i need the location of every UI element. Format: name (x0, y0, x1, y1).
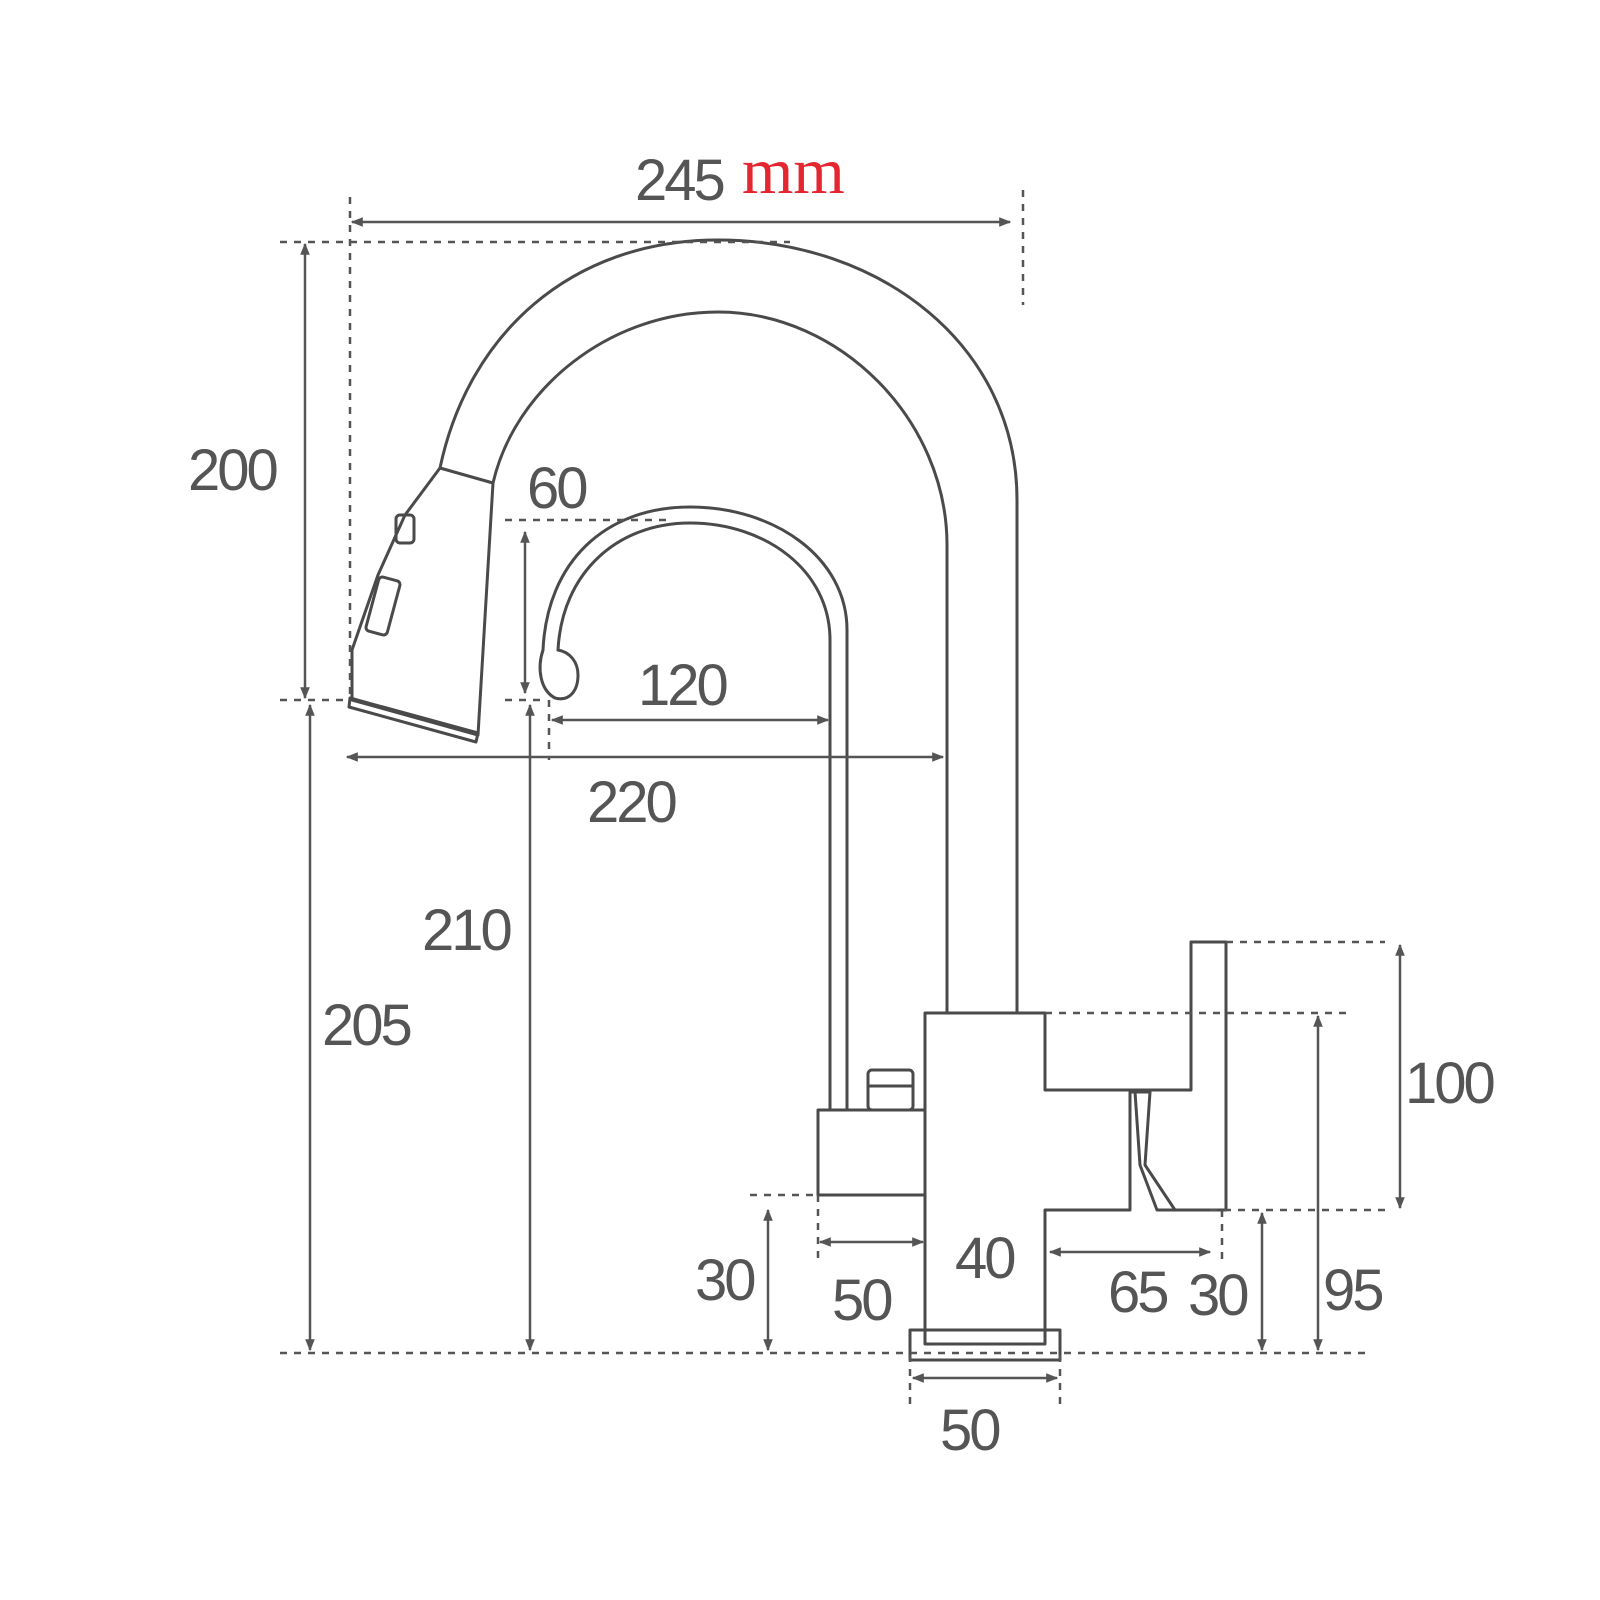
label-unit: mm (742, 135, 845, 208)
spray-head (350, 466, 495, 737)
label-side-block-width: 50 (832, 1268, 891, 1333)
sprayer-gooseneck-outer (438, 238, 1019, 1015)
spray-head-button-top (394, 513, 416, 545)
label-body-width: 40 (955, 1226, 1014, 1291)
label-overall-width: 245 (635, 148, 724, 213)
spray-head-button-bottom (364, 575, 402, 637)
dimension-arrows (300, 217, 1405, 1383)
drinking-spout-outer (541, 505, 849, 1112)
label-spout-reach: 120 (638, 653, 727, 718)
extension-lines (280, 190, 1385, 1405)
label-spout-height: 210 (422, 898, 511, 963)
faucet-body (816, 940, 1228, 1346)
filter-valve-knob (866, 1068, 915, 1112)
spray-head-nozzle (347, 696, 480, 744)
base-plate (908, 1328, 1062, 1362)
handle-lever (1133, 1090, 1177, 1212)
label-handle-reach: 65 (1108, 1260, 1167, 1325)
label-handle-clearance: 30 (1188, 1263, 1247, 1328)
label-handle-height: 100 (1405, 1051, 1494, 1116)
drinking-spout (556, 521, 832, 1112)
dimension-labels: 245 mm 200 60 120 220 210 205 100 95 30 … (188, 135, 1497, 1463)
faucet-drawing (347, 238, 1228, 1362)
label-side-block-height: 30 (695, 1248, 754, 1313)
label-sprayer-clearance: 205 (322, 993, 411, 1058)
label-base-width: 50 (940, 1398, 999, 1463)
label-sprayer-height: 200 (188, 438, 277, 503)
sprayer-gooseneck (491, 310, 949, 1015)
drinking-spout-tip (538, 648, 580, 701)
label-sprayer-reach: 220 (587, 770, 676, 835)
label-base-to-handle-top: 95 (1323, 1258, 1382, 1323)
label-spout-drop: 60 (527, 456, 586, 521)
